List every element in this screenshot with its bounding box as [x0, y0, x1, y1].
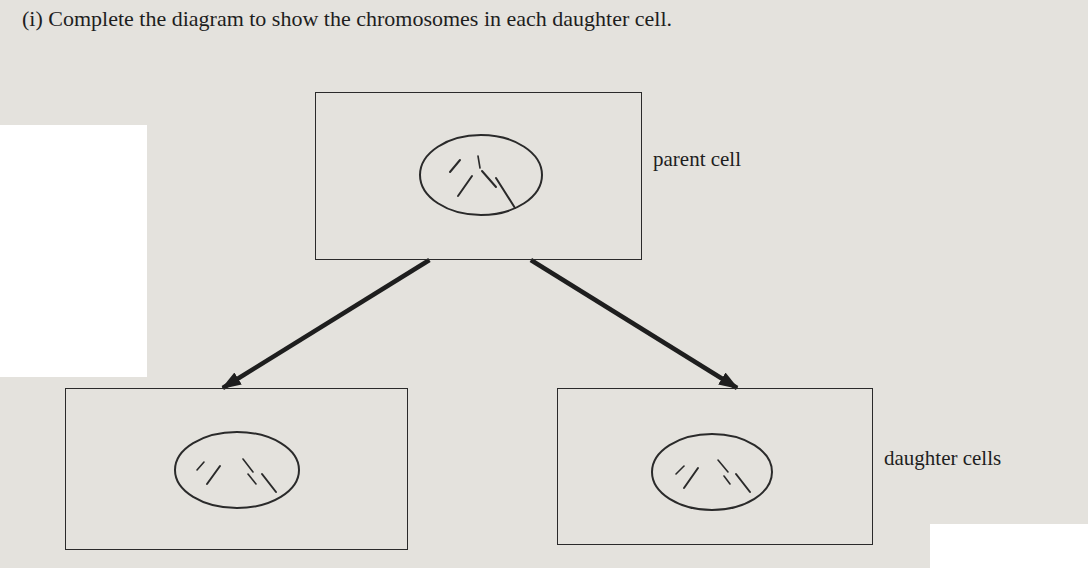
- cell-label: parent cell: [653, 147, 741, 172]
- white-patch: [0, 125, 147, 377]
- daughter-cell-box: [65, 388, 408, 550]
- daughter-nucleus-left: [175, 432, 299, 508]
- question-heading: (i) Complete the diagram to show the chr…: [22, 6, 672, 32]
- parent-nucleus: [420, 135, 542, 215]
- division-arrow: [223, 260, 430, 388]
- parent-cell-box: parent cell: [315, 92, 642, 260]
- division-arrow: [531, 260, 737, 388]
- cell-label: daughter cells: [884, 446, 1001, 471]
- daughter-nucleus-right: [652, 434, 772, 510]
- daughter-cell-box: daughter cells: [557, 388, 873, 545]
- white-patch: [930, 524, 1088, 568]
